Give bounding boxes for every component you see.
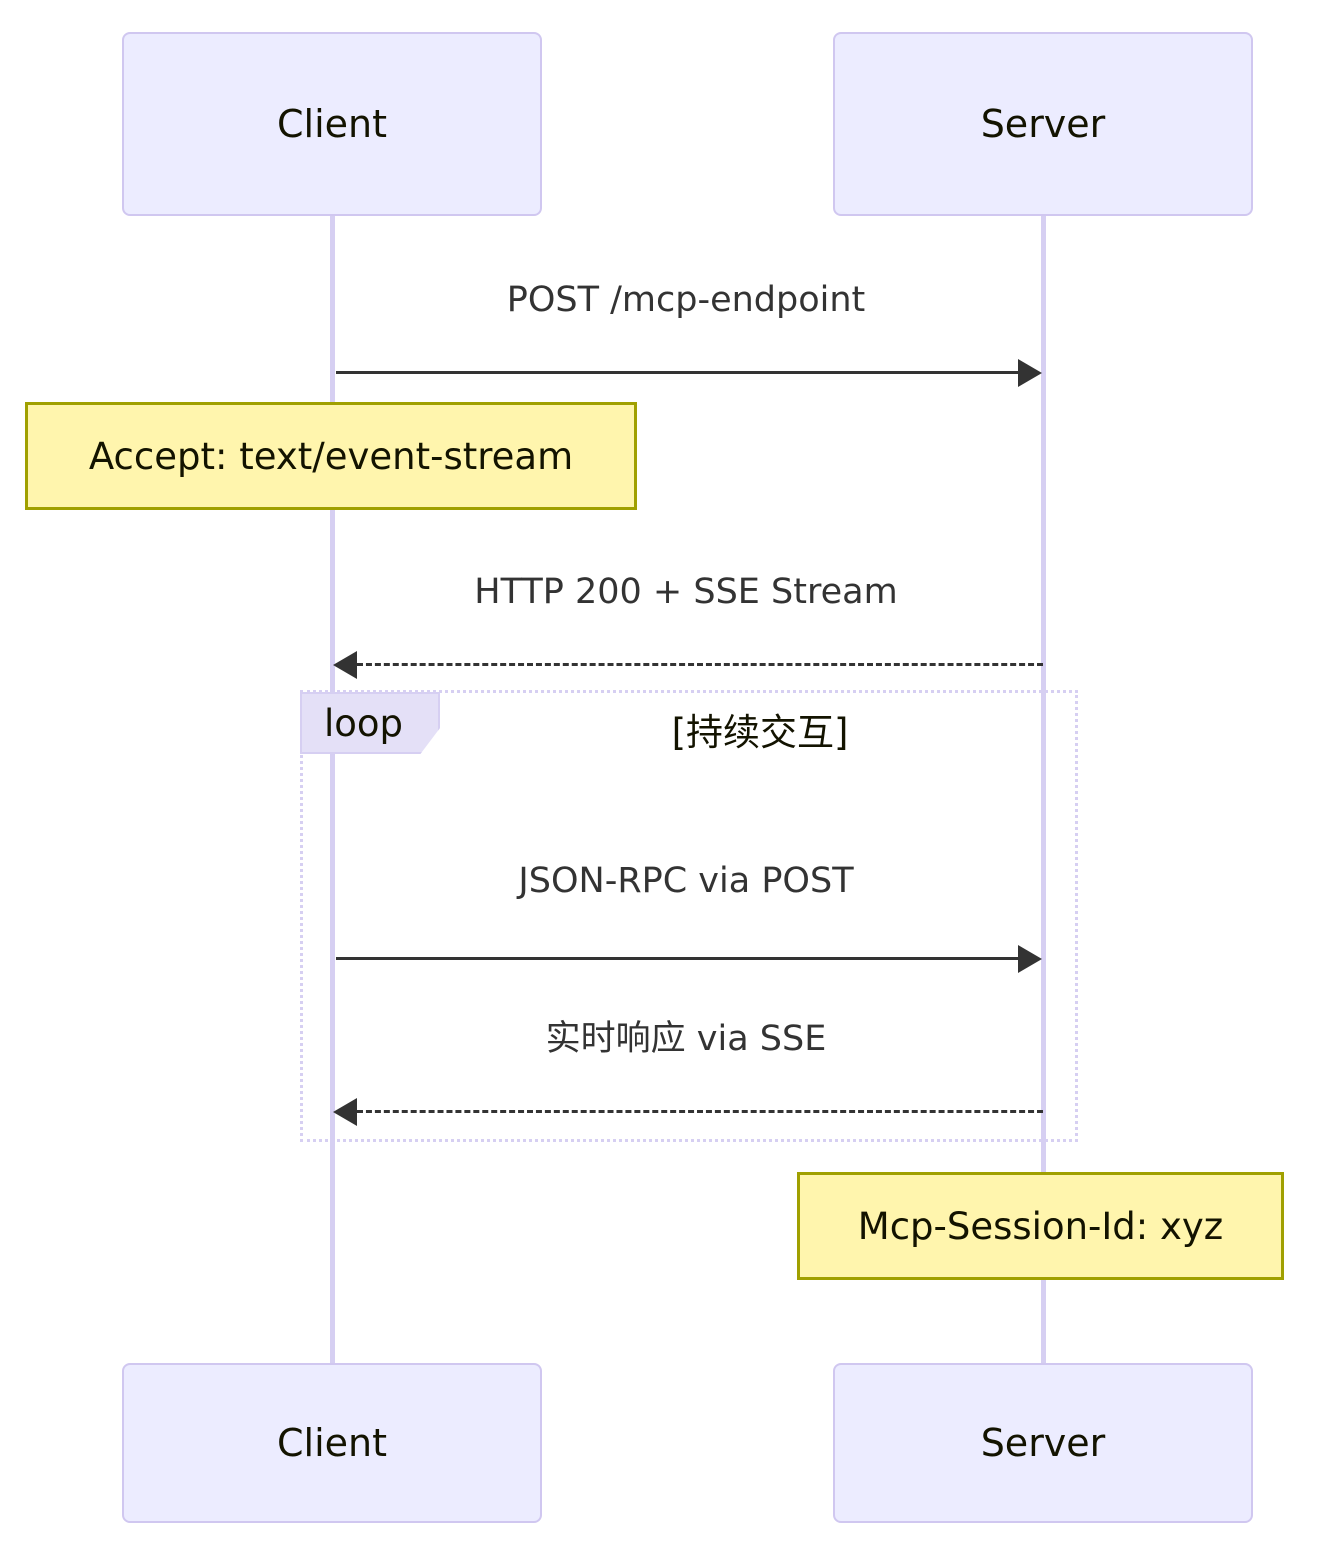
message-label-jsonrpc-via-post: JSON-RPC via POST xyxy=(518,861,854,901)
note-mcp-session-id: Mcp-Session-Id: xyz xyxy=(797,1172,1284,1280)
message-line-realtime-response-via-sse xyxy=(357,1110,1043,1113)
message-line-post-mcp-endpoint xyxy=(336,371,1022,374)
message-arrowhead-jsonrpc-via-post xyxy=(1018,945,1042,973)
participant-client-bottom-label: Client xyxy=(276,1421,387,1465)
message-line-jsonrpc-via-post xyxy=(336,957,1022,960)
note-accept-header-label: Accept: text/event-stream xyxy=(88,434,574,478)
participant-server-top-label: Server xyxy=(980,102,1106,146)
loop-fragment-tag-label: loop xyxy=(324,701,404,745)
message-arrowhead-realtime-response-via-sse xyxy=(333,1098,357,1126)
loop-fragment-frame xyxy=(300,690,1078,1142)
loop-fragment-tag: loop xyxy=(300,692,440,754)
participant-server-bottom[interactable]: Server xyxy=(833,1363,1253,1523)
participant-client-top[interactable]: Client xyxy=(122,32,542,216)
participant-server-top[interactable]: Server xyxy=(833,32,1253,216)
message-arrowhead-http200-sse-stream xyxy=(333,651,357,679)
message-arrowhead-post-mcp-endpoint xyxy=(1018,359,1042,387)
loop-fragment-condition: [持续交互] xyxy=(671,711,849,754)
message-label-http200-sse-stream: HTTP 200 + SSE Stream xyxy=(474,572,898,612)
participant-server-bottom-label: Server xyxy=(980,1421,1106,1465)
message-label-realtime-response-via-sse: 实时响应 via SSE xyxy=(545,1019,827,1059)
note-accept-header: Accept: text/event-stream xyxy=(25,402,637,510)
participant-client-bottom[interactable]: Client xyxy=(122,1363,542,1523)
lifeline-client xyxy=(330,215,335,1363)
participant-client-top-label: Client xyxy=(276,102,387,146)
message-line-http200-sse-stream xyxy=(357,663,1043,666)
note-mcp-session-id-label: Mcp-Session-Id: xyz xyxy=(857,1204,1224,1248)
lifeline-server xyxy=(1041,215,1046,1363)
message-label-post-mcp-endpoint: POST /mcp-endpoint xyxy=(506,280,866,320)
